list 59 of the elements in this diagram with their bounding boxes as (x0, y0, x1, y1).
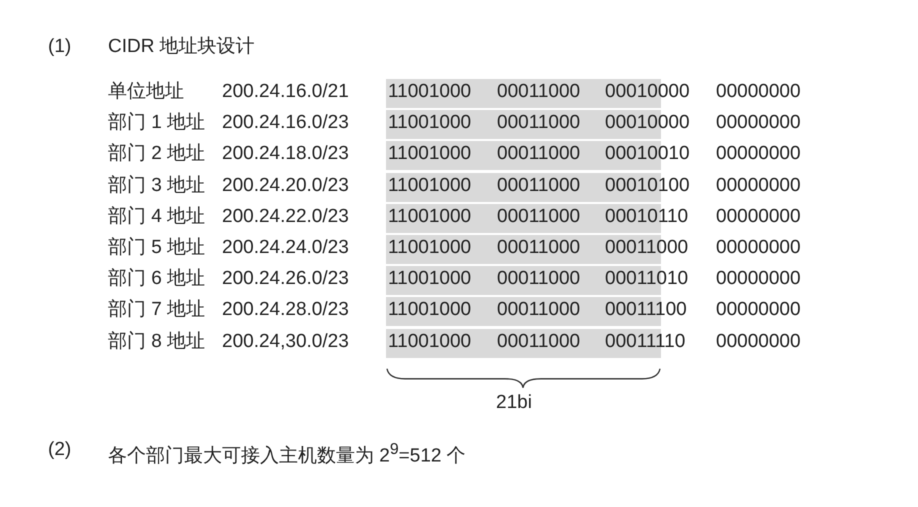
binary-octet: 11001000 (388, 298, 472, 322)
binary-octet: 00010010 (605, 142, 690, 166)
binary-octet: 11001000 (388, 142, 472, 166)
row-label: 单位地址 (108, 80, 184, 104)
binary-octet: 00011000 (497, 111, 580, 136)
row-label: 部门 7 地址 (108, 298, 206, 322)
binary-octet: 00011000 (497, 330, 580, 354)
cidr-address: 200.24.28.0/23 (222, 298, 349, 322)
cidr-address: 200.24,30.0/23 (222, 330, 349, 354)
binary-octet: 00011000 (605, 236, 688, 260)
binary-octet: 00000000 (716, 204, 801, 229)
item-number: (1) (48, 35, 72, 59)
binary-octet: 11001000 (388, 80, 472, 104)
binary-octet: 00011000 (497, 80, 580, 104)
row-label: 部门 4 地址 (108, 204, 206, 229)
binary-octet: 11001000 (388, 330, 472, 354)
binary-octet: 00000000 (716, 80, 801, 104)
cidr-address: 200.24.24.0/23 (222, 236, 349, 260)
cidr-address: 200.24.16.0/21 (222, 80, 349, 104)
cidr-address: 200.24.26.0/23 (222, 267, 349, 292)
binary-octet: 00000000 (716, 111, 801, 136)
binary-octet: 00010100 (605, 174, 690, 198)
binary-octet: 00011000 (497, 204, 580, 229)
binary-octet: 00000000 (716, 236, 801, 260)
section-heading: CIDR 地址块设计 (108, 35, 255, 59)
binary-octet: 11001000 (388, 174, 472, 198)
binary-octet: 00000000 (716, 267, 801, 292)
binary-octet: 11001000 (388, 111, 472, 136)
row-label: 部门 1 地址 (108, 111, 206, 136)
row-label: 部门 3 地址 (108, 174, 206, 198)
binary-octet: 00000000 (716, 298, 801, 322)
row-label: 部门 2 地址 (108, 142, 206, 166)
binary-octet: 00011100 (605, 298, 687, 322)
row-label: 部门 8 地址 (108, 330, 206, 354)
binary-octet: 11001000 (388, 267, 472, 292)
binary-octet: 00011000 (497, 142, 580, 166)
brace-label: 21bi (496, 390, 532, 415)
row-label: 部门 6 地址 (108, 267, 206, 292)
binary-octet: 11001000 (388, 204, 472, 229)
binary-octet: 00011000 (497, 236, 580, 260)
binary-octet: 00000000 (716, 174, 801, 198)
cidr-address: 200.24.22.0/23 (222, 204, 349, 229)
item-number: (2) (48, 438, 72, 462)
cidr-address: 200.24.20.0/23 (222, 174, 349, 198)
answer-sentence: 各个部门最大可接入主机数量为 2$^{9}$=512 个 (108, 440, 466, 468)
cidr-address: 200.24.18.0/23 (222, 142, 349, 166)
binary-octet: 00011000 (497, 267, 580, 292)
binary-octet: 00000000 (716, 330, 801, 354)
row-label: 部门 5 地址 (108, 236, 206, 260)
binary-octet: 00011000 (497, 174, 580, 198)
cidr-address: 200.24.16.0/23 (222, 111, 349, 136)
binary-octet: 11001000 (388, 236, 472, 260)
binary-octet: 00010000 (605, 111, 690, 136)
binary-octet: 00011110 (605, 330, 686, 354)
binary-octet: 00000000 (716, 142, 801, 166)
binary-octet: 00010110 (605, 204, 688, 229)
binary-octet: 00011010 (605, 267, 688, 292)
binary-octet: 00010000 (605, 80, 690, 104)
binary-octet: 00011000 (497, 298, 580, 322)
